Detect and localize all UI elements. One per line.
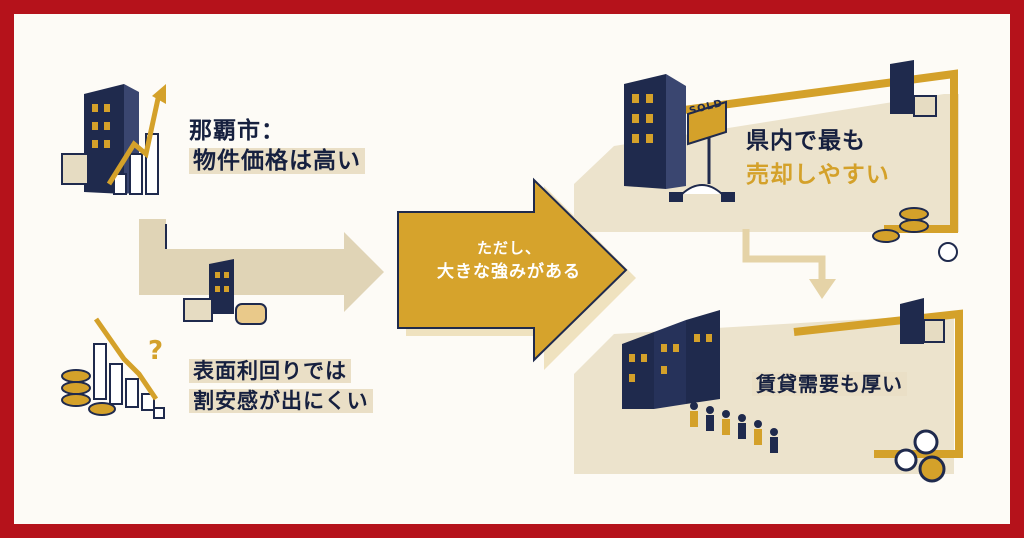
svg-text:?: ? — [148, 336, 163, 366]
small-building-icon-right — [900, 298, 945, 344]
diagram-graphics: ? — [61, 60, 963, 483]
right-top-line2: 売却しやすい — [746, 162, 890, 188]
right-bottom-label: 賃貸需要も厚い — [752, 370, 907, 398]
left-top-label-line1: 那覇市： — [189, 118, 285, 144]
building-chart-icon — [61, 84, 166, 195]
center-arrow — [397, 177, 636, 370]
left-bottom-label: 表面利回りでは 割安感が出にくい — [189, 356, 373, 416]
coins-icon-right — [872, 207, 958, 262]
gears-icon — [894, 429, 946, 483]
left-bottom-label-line2: 割安感が出にくい — [189, 389, 373, 413]
center-line2: 大きな強みがある — [437, 262, 581, 282]
left-top-label-line2: 物件価格は高い — [189, 148, 365, 174]
center-arrow-label: ただし、 大きな強みがある — [414, 236, 604, 284]
diagram-canvas: ? — [14, 14, 1010, 524]
down-arrow — [742, 229, 836, 299]
right-top-label: 県内で最も 売却しやすい — [746, 124, 890, 192]
sold-building-icon — [624, 74, 735, 202]
right-bottom-label-text: 賃貸需要も厚い — [752, 372, 907, 396]
left-flow-arrow — [139, 219, 384, 312]
coins-falling-chart-icon: ? — [61, 317, 165, 419]
left-top-label: 那覇市： 物件価格は高い — [189, 116, 365, 176]
right-top-line1: 県内で最も — [746, 128, 866, 154]
crowd-icon — [690, 402, 778, 453]
apartment-buildings-icon — [622, 310, 720, 409]
left-bottom-label-line1: 表面利回りでは — [189, 359, 351, 383]
small-house-icon-top — [890, 60, 937, 117]
center-line1: ただし、 — [476, 239, 541, 257]
small-building-icon — [183, 259, 267, 325]
